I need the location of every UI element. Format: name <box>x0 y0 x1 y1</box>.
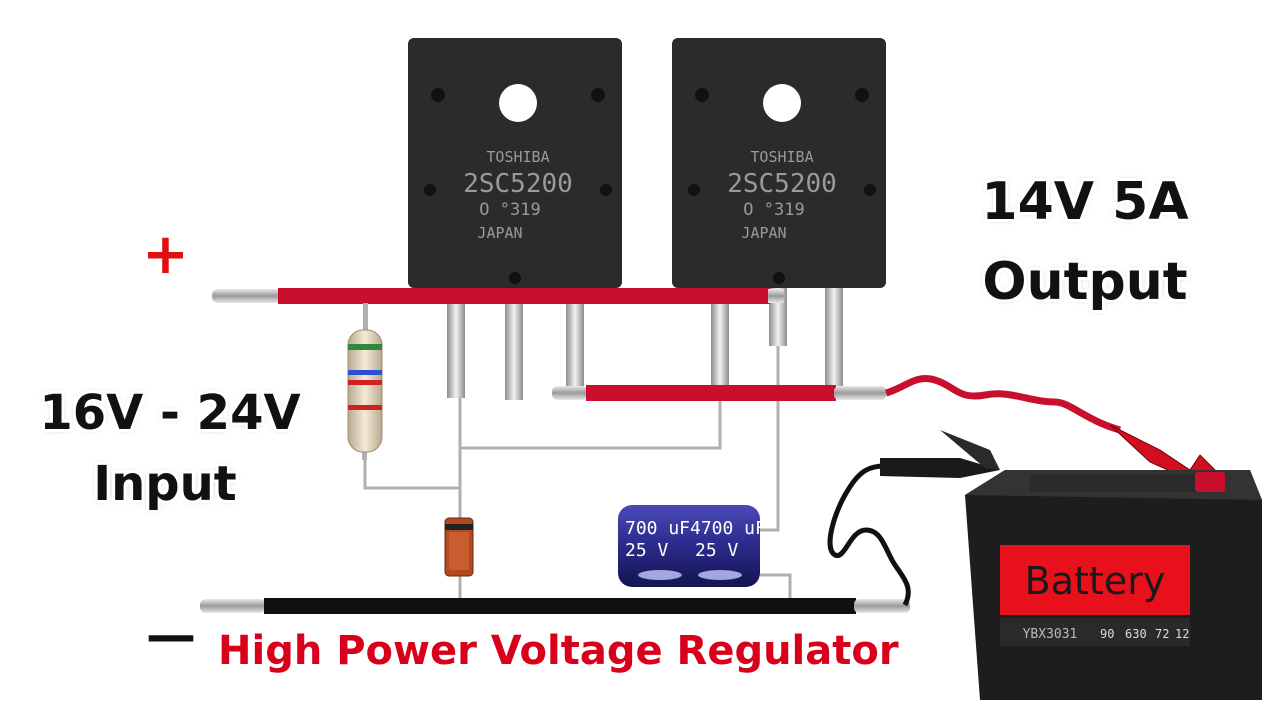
input-voltage-label: 16V - 24V <box>39 385 301 441</box>
battery-spec-0: 90 <box>1100 627 1114 641</box>
output-wire <box>552 385 886 401</box>
battery-spec-1: 630 <box>1125 627 1147 641</box>
battery: Battery YBX3031 90 630 72 12 <box>965 470 1262 700</box>
battery-label-plate <box>1000 545 1190 615</box>
transistor-2-part: 2SC5200 <box>727 169 837 199</box>
transistor-2-mount-hole <box>763 84 801 122</box>
battery-spec-2: 72 <box>1155 627 1169 641</box>
black-battery-lead <box>827 463 911 607</box>
capacitor-value-a: 700 uF <box>625 518 690 539</box>
transistor-2-origin: JAPAN <box>741 224 786 242</box>
red-battery-lead <box>884 375 1121 434</box>
transistor-1-mount-hole <box>499 84 537 122</box>
transistor-1-part: 2SC5200 <box>463 169 573 199</box>
transistor-2: TOSHIBA 2SC5200 O °319 JAPAN <box>672 38 886 396</box>
transistor-1-origin: JAPAN <box>477 224 522 242</box>
minus-sign: — <box>146 606 196 664</box>
capacitor-value-b: 4700 uF <box>690 518 766 539</box>
transistor-1-pin-c <box>505 288 523 400</box>
transistor-2-pin-b <box>711 288 729 396</box>
battery-spec-3: 12 <box>1175 627 1189 641</box>
transistor-1-pin-b <box>447 288 465 398</box>
transistor-2-pin-e <box>825 288 843 386</box>
capacitor-volt-a: 25 V <box>625 540 669 561</box>
transistor-1-code: O °319 <box>479 200 540 220</box>
black-alligator-clip <box>880 458 1000 478</box>
transistor-2-body <box>672 38 886 288</box>
input-label: Input <box>93 456 237 512</box>
resistor <box>347 303 383 460</box>
transistor-1-body <box>408 38 622 288</box>
capacitor-volt-b: 25 V <box>695 540 739 561</box>
transistor-1: TOSHIBA 2SC5200 O °319 JAPAN <box>408 38 622 400</box>
output-rating-label: 14V 5A <box>981 172 1189 232</box>
plus-sign: + <box>142 222 189 287</box>
battery-label: Battery <box>1025 559 1166 603</box>
transistor-1-brand: TOSHIBA <box>486 148 549 166</box>
transistor-2-brand: TOSHIBA <box>750 148 813 166</box>
capacitor: 700 uF 4700 uF 25 V 25 V <box>618 505 766 587</box>
transistor-2-code: O °319 <box>743 200 804 220</box>
positive-rail-wire <box>212 288 784 304</box>
negative-rail-wire <box>200 598 910 614</box>
diagram-title: High Power Voltage Regulator <box>218 628 899 674</box>
transistor-1-pin-e <box>566 288 584 386</box>
zener-diode <box>444 517 474 577</box>
battery-code: YBX3031 <box>1023 627 1078 642</box>
output-label: Output <box>982 252 1188 312</box>
